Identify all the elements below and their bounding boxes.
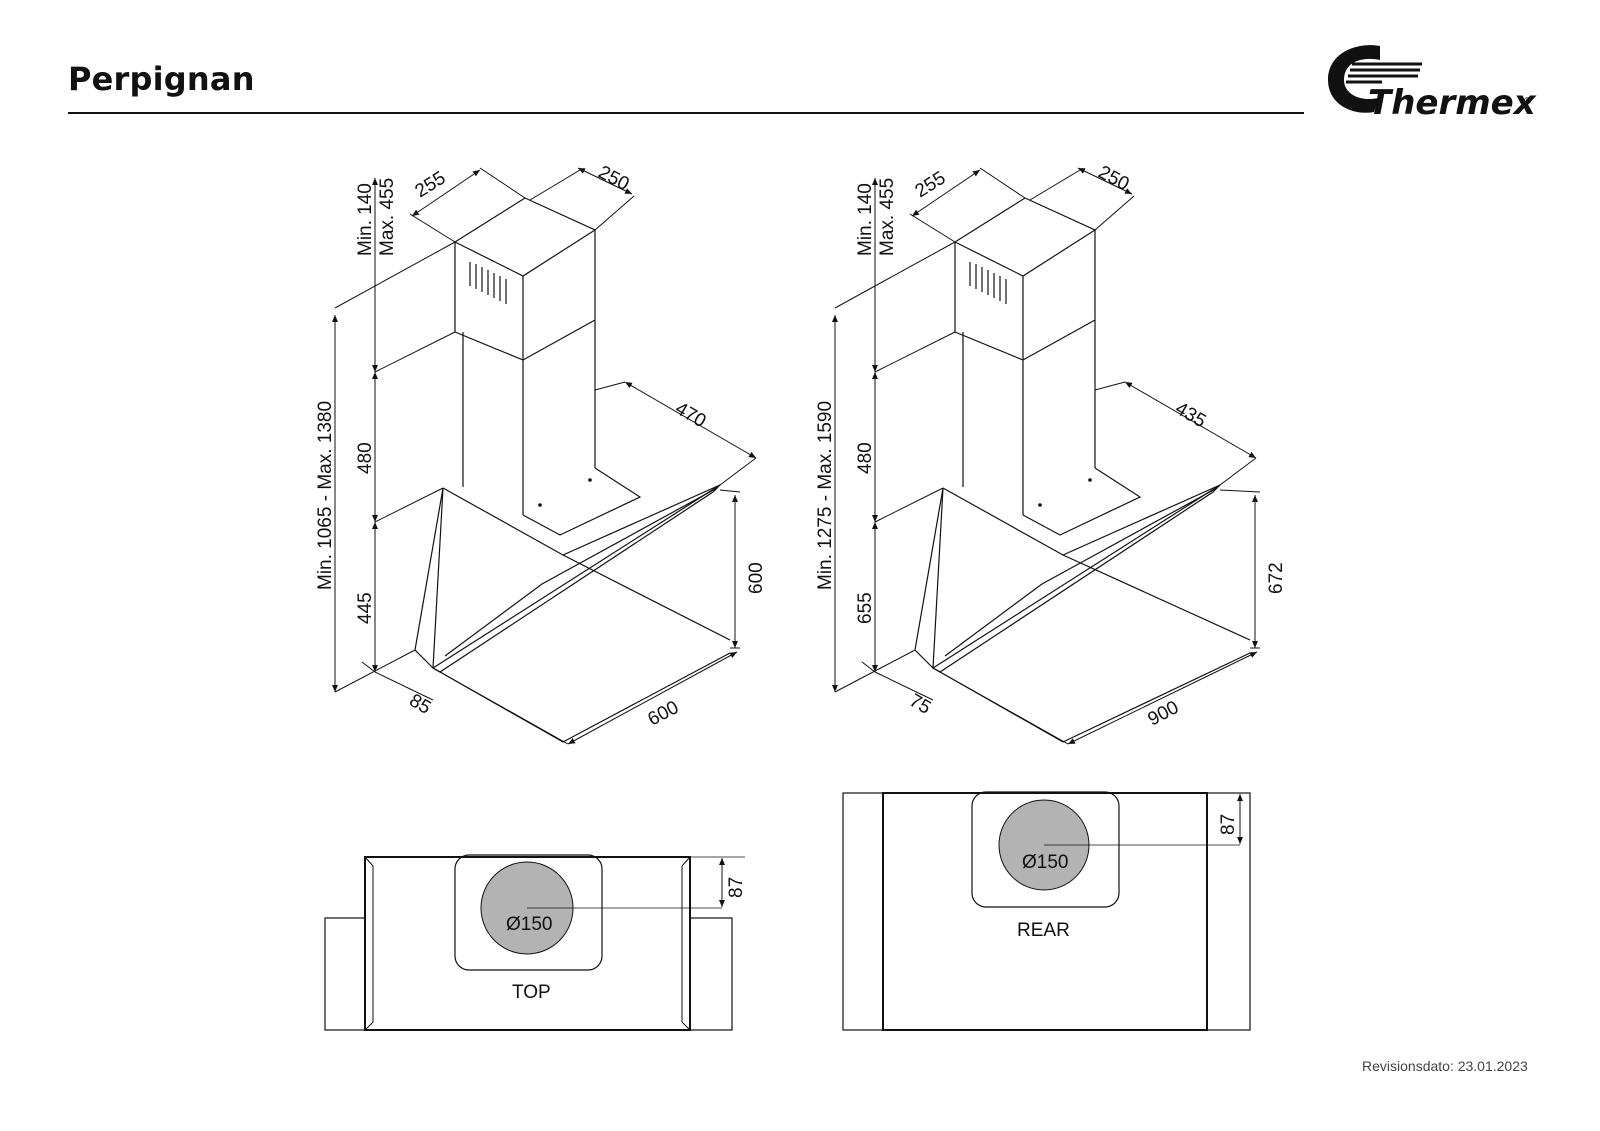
vent-grille-icon: [969, 262, 1007, 304]
dim-hood-height: 445: [355, 592, 376, 624]
logo-registered-mark: ®: [1524, 96, 1532, 107]
dim-chimney-depth: 250: [1095, 162, 1133, 195]
dim-chimney-upper-max: Max. 455: [877, 178, 898, 256]
rear-duct-diameter: Ø150: [1022, 852, 1068, 873]
dim-front-offset: 85: [406, 690, 435, 719]
dim-total-height: Min. 1065 - Max. 1380: [315, 401, 336, 590]
header-rule: [68, 112, 1304, 114]
dim-chimney-lower: 480: [855, 442, 876, 474]
dim-hood-height: 655: [855, 592, 876, 624]
dim-side-height: 672: [1266, 562, 1287, 594]
rear-view: [842, 791, 1251, 1031]
logo-stripes-icon: [1346, 62, 1422, 84]
rear-duct-offset: 87: [1218, 814, 1239, 835]
top-duct-diameter: Ø150: [506, 914, 552, 935]
dim-glass-depth: 435: [1172, 398, 1210, 432]
thermex-logo: Thermex ®: [1328, 45, 1537, 120]
page-title: Perpignan: [68, 60, 255, 98]
dim-chimney-width: 255: [412, 168, 450, 203]
dim-chimney-width: 255: [912, 168, 950, 203]
vent-grille-icon: [469, 262, 507, 304]
hood-isometric-600: [414, 197, 731, 743]
dimension-labels-600: 255 250 Min. 140 Max. 455 Min. 1065 - Ma…: [315, 162, 767, 731]
dimensions-900: [832, 167, 1261, 745]
dim-width: 600: [644, 697, 682, 730]
dim-total-height: Min. 1275 - Max. 1590: [815, 401, 836, 590]
dimension-labels-900: 255 250 Min. 140 Max. 455 Min. 1275 - Ma…: [815, 162, 1287, 731]
top-view: [324, 854, 745, 1031]
dim-chimney-depth: 250: [595, 162, 633, 195]
dim-front-offset: 75: [906, 690, 935, 719]
logo-mark-icon: [1328, 45, 1380, 113]
dim-width: 900: [1144, 697, 1182, 730]
hood-isometric-900: [914, 197, 1251, 743]
revision-date: Revisionsdato: 23.01.2023: [1362, 1058, 1528, 1074]
dim-chimney-upper-min: Min. 140: [855, 183, 876, 256]
dim-chimney-upper-min: Min. 140: [355, 183, 376, 256]
dim-glass-depth: 470: [672, 398, 710, 432]
dim-side-height: 600: [746, 562, 767, 594]
dimensions-600: [332, 167, 757, 745]
dim-chimney-lower: 480: [355, 442, 376, 474]
dim-chimney-upper-max: Max. 455: [377, 178, 398, 256]
rear-view-label: REAR: [1017, 920, 1070, 941]
logo-brand-text: Thermex: [1368, 83, 1537, 120]
top-duct-offset: 87: [726, 877, 747, 898]
top-view-label: TOP: [512, 982, 551, 1003]
